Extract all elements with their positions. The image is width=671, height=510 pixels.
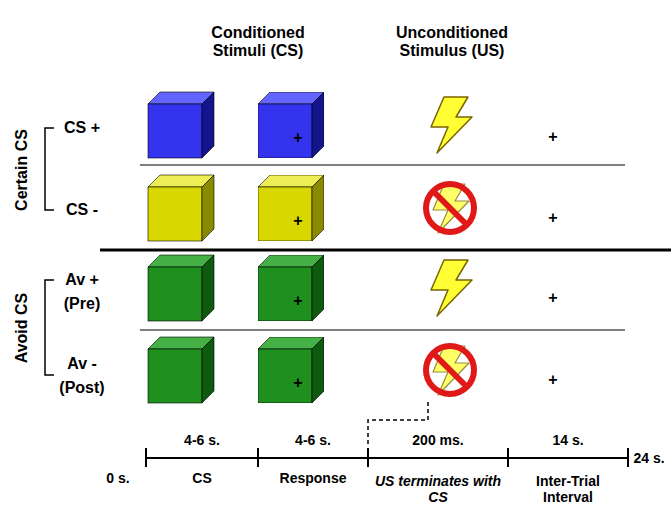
duration-label: 14 s. xyxy=(552,432,583,448)
cube-shape xyxy=(258,255,324,321)
cs-cube: + xyxy=(258,255,324,321)
column-header: Conditioned Stimuli (CS) xyxy=(193,24,323,61)
fixation-cross: + xyxy=(548,289,557,307)
fixation-cross: + xyxy=(548,128,557,146)
row-label: Av + xyxy=(65,271,99,289)
cube-shape xyxy=(258,92,324,158)
column-header: Unconditioned Stimulus (US) xyxy=(382,24,522,61)
duration-label: 4-6 s. xyxy=(184,432,220,448)
cs-cubes xyxy=(148,92,214,403)
group-label: Certain CS xyxy=(13,129,31,211)
fixation-cross: + xyxy=(548,371,557,389)
fixation-cross: + xyxy=(293,130,302,146)
group-brackets xyxy=(45,128,54,375)
fixation-cross: + xyxy=(293,375,302,391)
cube-shape xyxy=(258,337,324,403)
fixation-cross: + xyxy=(293,213,302,229)
phase-label: CS xyxy=(192,470,211,486)
phase-label: US terminates with CS xyxy=(373,473,503,505)
duration-label: 200 ms. xyxy=(412,432,463,448)
row-label: CS + xyxy=(64,119,100,137)
time-label: 0 s. xyxy=(106,470,129,486)
cs-cube: + xyxy=(258,175,324,241)
row-label: (Post) xyxy=(59,379,104,397)
phase-label: Inter-Trial Interval xyxy=(513,473,623,505)
row-label: CS - xyxy=(66,201,98,219)
phase-label: Response xyxy=(280,470,347,486)
duration-label: 4-6 s. xyxy=(295,432,331,448)
timeline xyxy=(146,448,628,467)
row-label: Av - xyxy=(67,355,97,373)
cube-shape xyxy=(258,175,324,241)
fixation-cross: + xyxy=(293,293,302,309)
group-label: Avoid CS xyxy=(13,293,31,364)
fixation-cross: + xyxy=(548,209,557,227)
shock-symbols xyxy=(426,97,474,395)
row-separators xyxy=(100,165,671,330)
row-label: (Pre) xyxy=(64,295,100,313)
cs-cube: + xyxy=(258,337,324,403)
time-label: 24 s. xyxy=(633,450,664,466)
cs-cube: + xyxy=(258,92,324,158)
